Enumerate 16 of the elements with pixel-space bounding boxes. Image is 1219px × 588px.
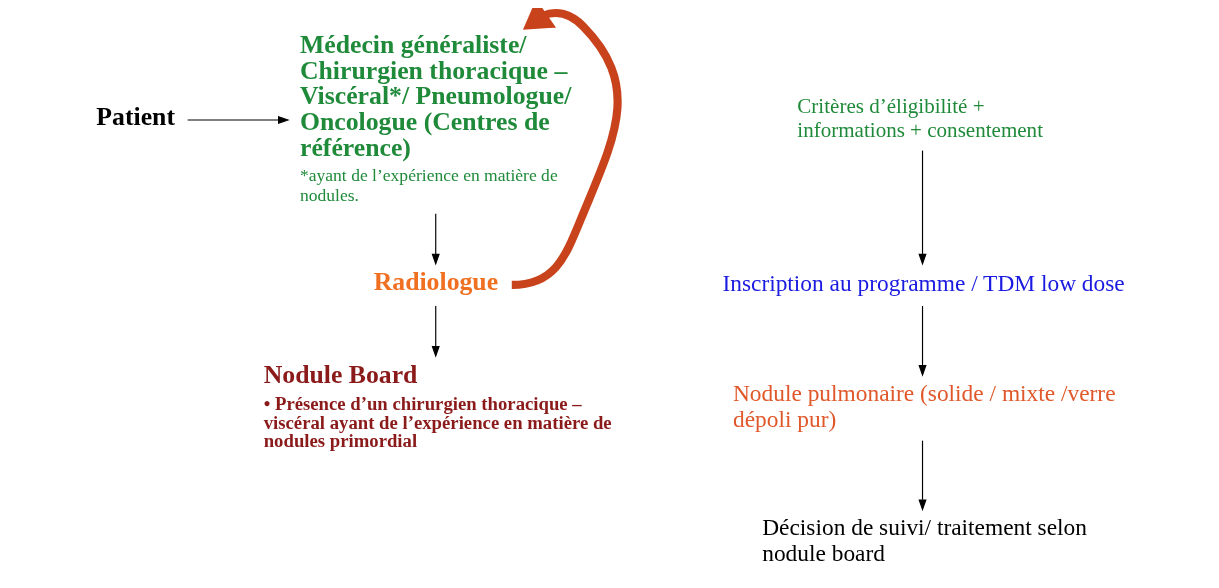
arrow — [187, 115, 290, 125]
node-text: Critères d’éligibilité + informations + consentement — [797, 94, 1043, 142]
node-text: Patient — [96, 102, 176, 132]
node-text: Décision de suivi/ traitement selon nodule board — [762, 514, 1087, 567]
arrow — [431, 305, 440, 358]
node-label: *ayant de l’expérience en matière de nodules. — [299, 164, 558, 205]
node-text: Inscription au programme / TDM low dose — [722, 269, 1125, 296]
node-text: Nodule pulmonaire (solide / mixte /verre dépoli pur) — [732, 379, 1116, 432]
arrow — [918, 150, 927, 266]
arrow — [918, 305, 927, 377]
node-text: Radiologue — [373, 267, 499, 297]
node-text: Médecin généraliste/ Chirurgien thoracique – Viscéral*/ Pneumologue/ Oncologue (Centres de référence) — [299, 29, 572, 162]
arrow — [511, 8, 622, 290]
arrow — [918, 440, 927, 512]
node-text: Nodule Board • Présence d’un chirurgien thoracique – viscéral ayant de l’expérience en matière de nodules primordial — [263, 359, 612, 452]
arrow — [431, 213, 440, 266]
